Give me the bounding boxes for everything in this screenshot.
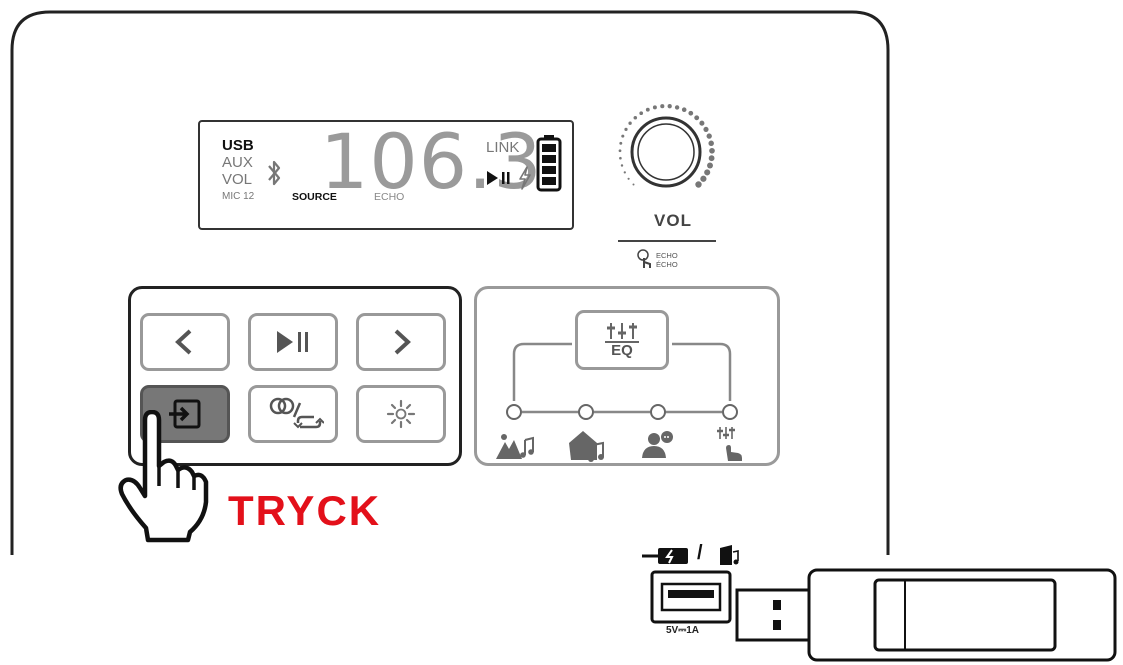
echo-hint: ECHO ÉCHO [656, 251, 678, 269]
volume-level-dot [627, 177, 630, 180]
echo-label: ECHO [374, 191, 405, 203]
volume-level-dot [704, 169, 711, 176]
link-repeat-icon [269, 397, 324, 429]
volume-level-dot [708, 140, 714, 147]
volume-level-dot [708, 155, 715, 162]
volume-level-dot [674, 105, 680, 110]
play-pause-icon [487, 171, 510, 185]
volume-level-dot [619, 141, 623, 145]
volume-level-dot [681, 107, 687, 112]
volume-level-dot [618, 149, 622, 153]
volume-level-dot [621, 134, 625, 138]
bluetooth-icon [268, 160, 281, 186]
source-label: SOURCE [292, 191, 337, 203]
source-vol-indicator: VOL [222, 171, 253, 188]
usb-port [650, 570, 732, 624]
indoor-music-icon [569, 431, 604, 462]
previous-icon [175, 329, 192, 355]
next-icon [394, 329, 411, 355]
volume-level-dot [623, 171, 626, 174]
transport-control-group [128, 286, 462, 466]
volume-level-dot [652, 105, 657, 110]
source-icon [169, 399, 201, 429]
volume-level-dot [632, 183, 635, 186]
usb-flash-drive[interactable] [735, 566, 1120, 664]
volume-divider [618, 240, 716, 242]
volume-level-dot [628, 121, 632, 125]
volume-level-dot [619, 156, 622, 160]
lcd-display: USB AUX VOL MIC 12 SOURCE ECHO 106.3 LIN… [198, 120, 574, 230]
eq-label: EQ [611, 341, 633, 359]
volume-level-dot [633, 116, 638, 120]
usb-charge-icon [642, 548, 688, 564]
volume-level-dot [707, 162, 713, 169]
echo-hint-line1: ECHO [656, 251, 678, 260]
volume-level-dot [639, 111, 644, 116]
usb-icon-separator: / [697, 542, 703, 564]
volume-level-dot [624, 127, 628, 132]
frequency-readout: 106.3 [320, 117, 543, 206]
source-aux-indicator: AUX [222, 154, 253, 171]
eq-sliders-icon [607, 322, 637, 339]
volume-level-dot [660, 104, 665, 109]
eq-button[interactable]: EQ [575, 310, 669, 370]
outdoor-music-icon [496, 434, 534, 459]
volume-level-dot [695, 181, 702, 188]
volume-level-dot [700, 175, 707, 182]
volume-level-dot [620, 164, 624, 167]
volume-level-dot [645, 107, 650, 112]
light-icon [386, 399, 416, 429]
play-pause-icon [277, 331, 308, 353]
battery-icon [536, 135, 562, 192]
pointing-hand-icon [118, 410, 209, 543]
volume-level-dot [688, 110, 694, 116]
previous-button[interactable] [140, 313, 230, 371]
volume-level-dot [694, 115, 700, 121]
light-button[interactable] [356, 385, 446, 443]
volume-level-dot [667, 104, 672, 109]
volume-level-dot [703, 126, 709, 132]
eq-mode-diagram [506, 342, 738, 420]
custom-eq-icon [717, 427, 742, 461]
volume-label: VOL [654, 211, 692, 230]
mic-indicator: MIC 12 [222, 191, 255, 202]
eq-control-group [474, 286, 780, 466]
volume-level-dot [706, 133, 712, 139]
link-repeat-button[interactable] [248, 385, 338, 443]
speech-icon [642, 431, 673, 458]
usb-music-icon [720, 545, 739, 565]
charging-bolt-icon [519, 166, 531, 190]
press-hold-icon [637, 249, 651, 268]
press-callout-text: TRYCK [228, 487, 382, 534]
usb-rating: 5V⎓1A [666, 625, 699, 636]
source-usb-indicator: USB [222, 137, 254, 154]
volume-level-dot [709, 147, 715, 154]
next-button[interactable] [356, 313, 446, 371]
volume-knob[interactable] [604, 98, 734, 213]
link-indicator: LINK [486, 139, 520, 156]
volume-level-dot [699, 120, 705, 126]
echo-hint-line2: ÉCHO [656, 260, 678, 269]
play-pause-button[interactable] [248, 313, 338, 371]
